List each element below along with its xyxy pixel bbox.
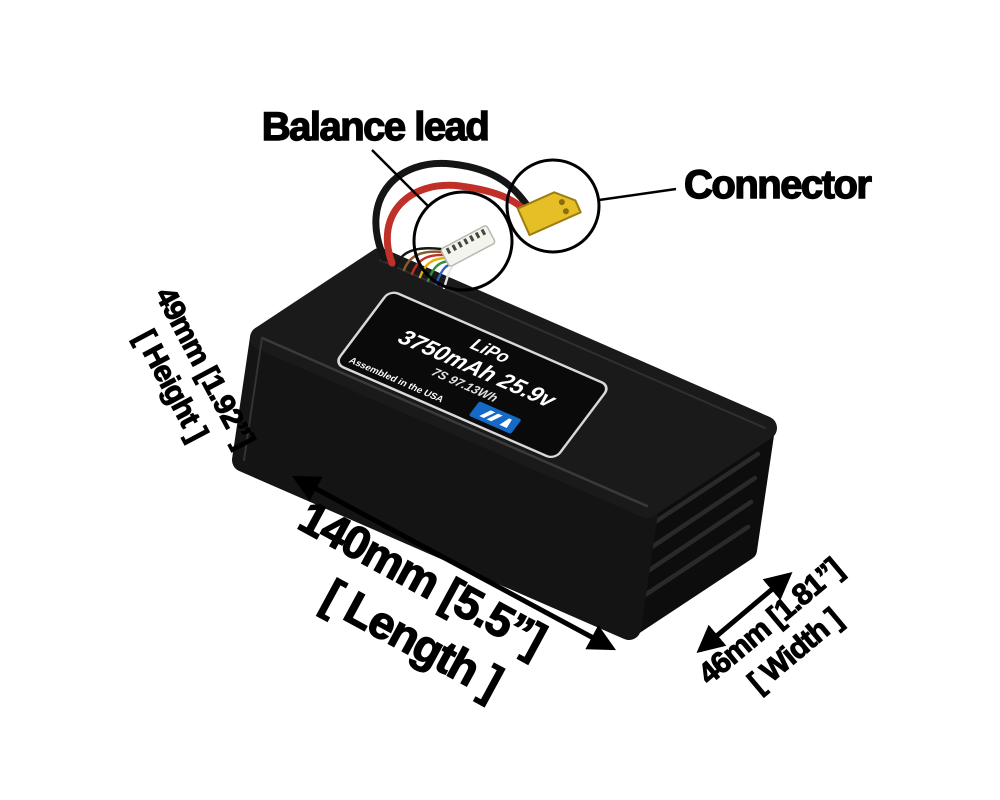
brand-logo-slash-icon xyxy=(499,418,512,429)
balance-lead-circle xyxy=(412,190,514,292)
product-label-panel xyxy=(337,291,608,458)
battery xyxy=(232,248,777,640)
balance-wire xyxy=(394,247,443,269)
balance-connector-pins xyxy=(445,228,487,255)
length-arrow xyxy=(291,475,617,651)
xt60-housing xyxy=(516,191,582,237)
width-arrow xyxy=(696,572,793,653)
brand-logo-slash-icon xyxy=(479,410,496,419)
balance-wire xyxy=(410,253,447,276)
xt60-connector xyxy=(516,191,582,237)
brand-logo xyxy=(469,401,521,434)
balance-wire xyxy=(418,256,449,279)
connector-label: Connector xyxy=(684,163,871,207)
height-dimension: 49mm [1.92”] [ Height ] xyxy=(128,281,261,453)
balance-connector-housing xyxy=(440,225,496,267)
balance-connector xyxy=(440,225,496,267)
balance-lead-label: Balance lead xyxy=(262,105,489,149)
connector-circle xyxy=(505,158,601,254)
brand-logo-slash-icon xyxy=(486,413,503,422)
battery-end-ribs xyxy=(630,451,761,606)
xt60-socket xyxy=(562,208,569,215)
connector-pointer xyxy=(598,187,677,202)
balance-lead-pointer xyxy=(371,149,429,207)
main-lead-red xyxy=(383,181,537,267)
xt60-socket xyxy=(558,199,565,206)
